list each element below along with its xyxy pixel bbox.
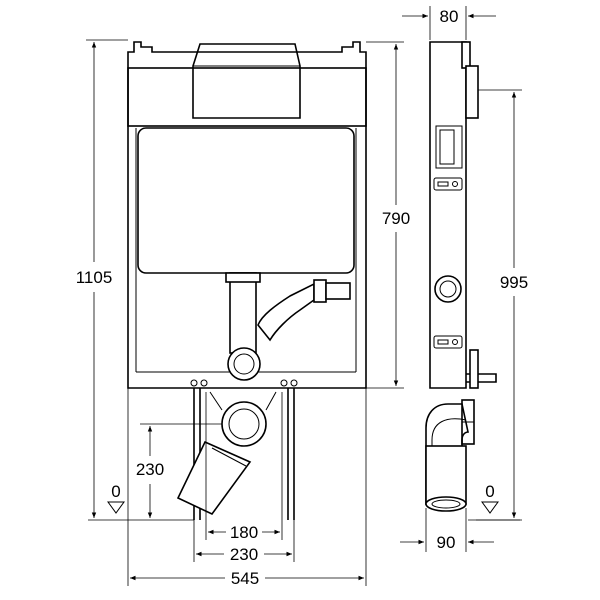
- dim-790: 790: [382, 209, 410, 228]
- drain-socket: [227, 347, 261, 381]
- dim-80: 80: [440, 7, 459, 26]
- dim-230-vertical: 230: [136, 460, 164, 479]
- cistern-body: [137, 127, 355, 274]
- side-drain-pipe: [425, 445, 467, 505]
- flush-plate-opening: [192, 43, 301, 119]
- side-support-arm: [466, 373, 497, 383]
- dim-90: 90: [437, 533, 456, 552]
- side-floor-triangle: [481, 501, 499, 514]
- dim-230-horizontal: 230: [230, 545, 258, 564]
- side-slot-lower: [433, 335, 463, 349]
- front-frame-outline: [127, 41, 367, 389]
- front-floor-label: 0: [111, 482, 120, 501]
- front-view: [88, 41, 367, 521]
- side-slot-upper: [433, 177, 463, 191]
- side-post: [429, 41, 467, 389]
- side-view: [425, 41, 520, 521]
- dim-1105: 1105: [76, 268, 113, 287]
- dim-995: 995: [500, 273, 528, 292]
- supply-elbow: [257, 282, 315, 342]
- front-floor-triangle: [107, 501, 125, 514]
- outlet-pipe: [176, 440, 252, 516]
- side-actuator: [465, 65, 479, 119]
- front-dimensions: 1105 790 230 0 180 230 545: [76, 39, 410, 588]
- side-floor-label: 0: [485, 482, 494, 501]
- dim-180: 180: [230, 523, 258, 542]
- side-dimensions: 80 995 0 90: [400, 6, 528, 552]
- side-supply-connector: [434, 275, 462, 303]
- flush-pipe: [229, 272, 257, 354]
- dim-545: 545: [231, 569, 259, 588]
